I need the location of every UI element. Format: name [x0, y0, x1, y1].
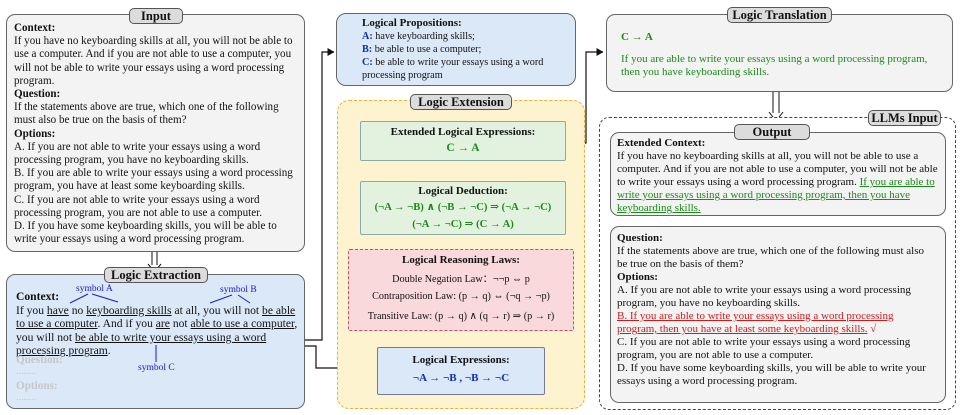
extension-tag: Logic Extension [410, 94, 512, 110]
translation-expression: C → A [621, 31, 653, 43]
reasoning-laws-title: Logical Reasoning Laws: [402, 254, 520, 266]
extraction-context-text: If you have no keyboarding skills at all… [16, 303, 298, 358]
extended-context-content: Extended Context: If you have no keyboar… [617, 137, 942, 215]
logical-expressions: ¬A → ¬B , ¬B → ¬C [412, 372, 510, 384]
input-tag: Input [129, 8, 183, 24]
translation-tag: Logic Translation [727, 7, 832, 23]
logical-deduction-line-2: (¬A → ¬C) ⇒ (C → A) [412, 219, 514, 230]
llm-question-label: Question: [617, 232, 663, 244]
input-context-text: If you have no keyboarding skills at all… [14, 35, 293, 87]
extraction-options-label: Options: [16, 380, 58, 392]
symbol-a-text-2: keyboarding skills [86, 303, 172, 317]
symbol-b-text: be able to use a computer [16, 303, 296, 331]
proposition-b: B: be able to use a computer; [362, 44, 482, 55]
extended-expressions-node [360, 121, 566, 161]
llm-option-c: C. If you are not able to write your ess… [617, 336, 911, 361]
extraction-content: Context: If you have no keyboarding skil… [16, 290, 298, 358]
proposition-a: A: have keyboarding skills; [362, 31, 475, 42]
proposition-c: C: be able to write your essays using a … [362, 57, 544, 81]
propositions-panel [336, 13, 576, 86]
llm-option-b: B. If you are able to write your essays … [617, 310, 894, 335]
extraction-question-label: Question: [16, 354, 63, 366]
symbol-a-text: have [46, 303, 69, 317]
extended-expressions-title: Extended Logical Expressions: [390, 126, 536, 138]
extended-context-added: If you are able to write your essays usi… [617, 176, 935, 214]
input-panel [6, 14, 305, 252]
input-option-d: D. If you have some keyboarding skills, … [14, 220, 277, 246]
logical-expressions-node [377, 347, 545, 395]
question-options-content: Question: If the statements above are tr… [617, 232, 935, 388]
logical-deduction-title: Logical Deduction: [418, 185, 508, 197]
reasoning-laws-node [348, 249, 574, 331]
input-question-text: If the statements above are true, which … [14, 101, 279, 127]
extraction-context-label: Context: [16, 290, 60, 303]
llm-option-d: D. If you have some keyboarding skills, … [617, 362, 926, 387]
extended-context-label: Extended Context: [617, 137, 706, 149]
extraction-tag: Logic Extraction [104, 267, 208, 283]
question-options-panel [610, 226, 946, 403]
extraction-options-placeholder: ........ [16, 392, 36, 403]
input-options-label: Options: [14, 127, 56, 140]
input-content: Context: If you have no keyboarding skil… [14, 22, 300, 246]
law-transitive: Transitive Law: (p → q) ∧ (q → r) ⇒ (p →… [367, 311, 555, 322]
output-tag: Output [734, 124, 810, 140]
translation-text: If you are able to write your essays usi… [621, 53, 928, 78]
extended-context-panel [610, 132, 946, 216]
propositions-content: Logical Propositions: A: have keyboardin… [362, 17, 572, 82]
extended-expression: C → A [446, 142, 480, 154]
symbol-a-label: symbol A [76, 284, 113, 294]
arrow-extraction-to-propositions [300, 48, 335, 341]
llm-input-label: LLMs Input [868, 110, 941, 126]
input-context-label: Context: [14, 22, 56, 34]
logical-deduction-node [360, 181, 566, 235]
symbol-c-text: be able to write your essays using a wor… [16, 330, 267, 358]
propositions-title: Logical Propositions: [362, 17, 462, 29]
llm-question-text: If the statements above are true, which … [617, 245, 924, 270]
logical-deduction-line-1: (¬A → ¬B) ∧ (¬B → ¬C) ⇒ (¬A → ¬C) [374, 202, 552, 213]
input-option-a: A. If you are not able to write your ess… [14, 140, 261, 167]
input-option-c: C. If you are not able to write your ess… [14, 193, 262, 219]
symbol-b-label: symbol B [220, 285, 257, 295]
symbol-c-label: symbol C [138, 363, 175, 373]
input-question-label: Question: [14, 88, 61, 101]
extraction-question-placeholder: ........ [16, 366, 36, 377]
llm-options-label: Options: [617, 271, 658, 283]
law-double-negation: Double Negation Law：¬¬p ⇔ p [392, 274, 530, 285]
input-option-b: B. If you are able to write your essays … [14, 167, 293, 193]
extended-context-text: If you have no keyboarding skills at all… [617, 150, 938, 214]
llm-option-a: A. If you are not able to write your ess… [617, 284, 911, 309]
law-contraposition: Contraposition Law: (p → q) ⇔ (¬q → ¬p) [372, 291, 550, 302]
check-mark: √ [870, 323, 877, 335]
logical-expressions-title: Logical Expressions: [412, 354, 510, 366]
extraction-panel [6, 274, 305, 409]
